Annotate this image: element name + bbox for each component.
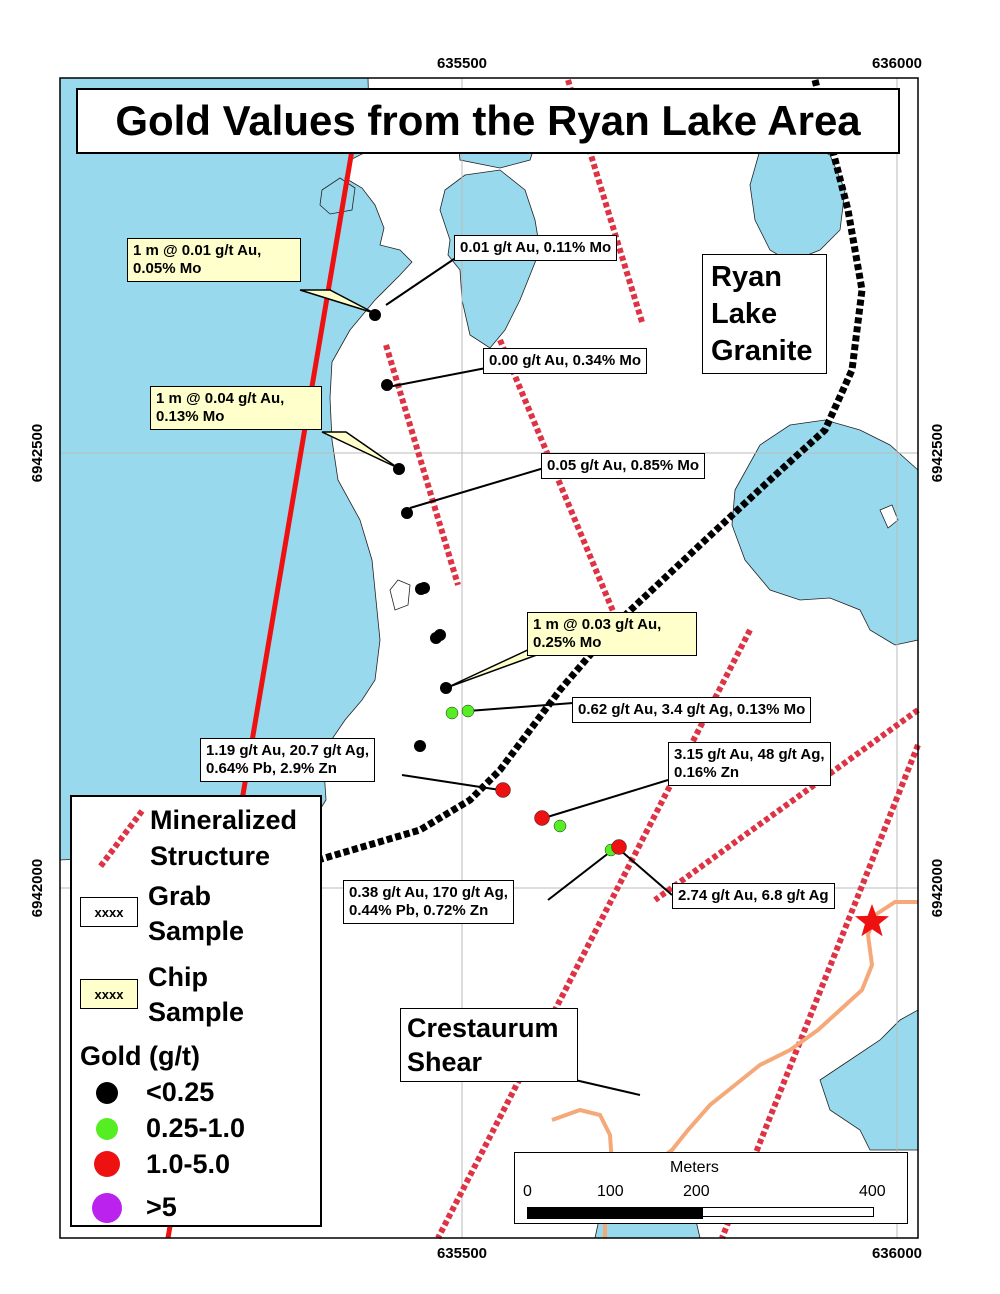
- legend-structure-label-2: Structure: [150, 841, 271, 871]
- shear-label-line-2: Shear: [407, 1047, 483, 1077]
- grab-label-6-line-1: 3.15 g/t Au, 48 g/t Ag,: [674, 746, 825, 763]
- shear-label: Crestaurum Shear: [400, 1008, 578, 1082]
- scale-tick-200: 200: [683, 1183, 710, 1200]
- chip-label-3: 1 m @ 0.03 g/t Au, 0.25% Mo: [527, 612, 697, 656]
- sample-point[interactable]: [401, 507, 413, 519]
- grab-label-5: 1.19 g/t Au, 20.7 g/t Ag, 0.64% Pb, 2.9%…: [200, 738, 376, 782]
- legend-class-3: 1.0-5.0: [146, 1149, 231, 1179]
- legend-class-4: >5: [146, 1192, 177, 1222]
- legend-dot-purple: [92, 1193, 122, 1223]
- grab-label-3: 0.05 g/t Au, 0.85% Mo: [541, 453, 705, 479]
- sample-point[interactable]: [414, 740, 426, 752]
- sample-point[interactable]: [445, 706, 459, 720]
- map-title: Gold Values from the Ryan Lake Area: [76, 88, 900, 154]
- grab-label-7-line-2: 0.44% Pb, 0.72% Zn: [349, 902, 489, 919]
- granite-label-line-1: Ryan: [711, 261, 782, 293]
- granite-label-line-3: Granite: [711, 335, 813, 367]
- map-frame: [59, 77, 919, 1239]
- legend: Mineralized Structure xxxx Grab Sample x…: [70, 795, 322, 1227]
- legend-dot-green: [96, 1118, 118, 1140]
- granite-label-line-2: Lake: [711, 298, 778, 330]
- chip-label-3-line-1: 1 m @ 0.03 g/t Au,: [533, 616, 662, 633]
- legend-dot-red: [94, 1151, 120, 1177]
- grab-label-6-line-2: 0.16% Zn: [674, 764, 740, 781]
- chip-label-2-line-1: 1 m @ 0.04 g/t Au,: [156, 390, 285, 407]
- grab-label-1: 0.01 g/t Au, 0.11% Mo: [454, 235, 618, 261]
- legend-structure-symbol: [97, 809, 145, 869]
- legend-structure-label-1: Mineralized: [150, 805, 298, 835]
- legend-grab-label-1: Grab: [148, 881, 212, 911]
- chip-label-1: 1 m @ 0.01 g/t Au, 0.05% Mo: [127, 238, 301, 282]
- sample-point[interactable]: [553, 819, 567, 833]
- legend-chip-label-2: Sample: [148, 997, 245, 1027]
- coord-right-y-1: 6942500: [929, 424, 946, 482]
- sample-point[interactable]: [418, 582, 430, 594]
- granite-label: Ryan Lake Granite: [702, 254, 827, 374]
- chip-label-1-line-1: 1 m @ 0.01 g/t Au,: [133, 242, 262, 259]
- legend-gold-title: Gold (g/t): [80, 1041, 200, 1071]
- islands: [389, 504, 899, 611]
- sample-point[interactable]: [369, 309, 381, 321]
- legend-grab-label-2: Sample: [148, 916, 245, 946]
- coordinate-labels: 635500 636000 635500 636000 6942500 6942…: [29, 55, 946, 1262]
- water-bodies: [59, 77, 919, 1239]
- star-icon: [855, 904, 889, 937]
- coord-top-x-2: 636000: [872, 55, 922, 72]
- sample-point[interactable]: [611, 839, 627, 855]
- coord-right-y-2: 6942000: [929, 859, 946, 917]
- sample-point[interactable]: [534, 810, 550, 826]
- scale-bar-black: [527, 1207, 703, 1219]
- grab-label-4: 0.62 g/t Au, 3.4 g/t Ag, 0.13% Mo: [572, 697, 812, 723]
- chip-label-3-line-2: 0.25% Mo: [533, 634, 602, 651]
- grab-label-8: 2.74 g/t Au, 6.8 g/t Ag: [672, 883, 835, 909]
- coord-left-y-1: 6942500: [29, 424, 46, 482]
- sample-point[interactable]: [381, 379, 393, 391]
- scale-bar-white: [702, 1207, 874, 1217]
- coord-top-x-1: 635500: [437, 55, 487, 72]
- grab-label-5-line-1: 1.19 g/t Au, 20.7 g/t Ag,: [206, 742, 370, 759]
- scale-bar: Meters 0 100 200 400: [514, 1152, 908, 1224]
- grab-label-2: 0.00 g/t Au, 0.34% Mo: [483, 348, 647, 374]
- legend-grab-box: xxxx: [80, 897, 138, 927]
- legend-chip-label-1: Chip: [148, 962, 208, 992]
- shear-label-line-1: Crestaurum: [407, 1013, 559, 1043]
- chip-label-1-line-2: 0.05% Mo: [133, 260, 202, 277]
- sample-point[interactable]: [495, 782, 511, 798]
- sample-point[interactable]: [461, 704, 475, 718]
- granite-contact: [317, 79, 866, 864]
- legend-chip-box: xxxx: [80, 979, 138, 1009]
- chip-label-2: 1 m @ 0.04 g/t Au, 0.13% Mo: [150, 386, 322, 430]
- scale-tick-0: 0: [523, 1183, 532, 1200]
- grab-label-7: 0.38 g/t Au, 170 g/t Ag, 0.44% Pb, 0.72%…: [343, 880, 514, 924]
- legend-class-2: 0.25-1.0: [146, 1113, 246, 1143]
- scale-tick-100: 100: [597, 1183, 624, 1200]
- coord-bottom-x-2: 636000: [872, 1245, 922, 1262]
- grab-label-5-line-2: 0.64% Pb, 2.9% Zn: [206, 760, 337, 777]
- sample-point[interactable]: [393, 463, 405, 475]
- legend-dot-black: [96, 1082, 118, 1104]
- sample-point[interactable]: [434, 629, 446, 641]
- chip-pointers: [299, 289, 557, 689]
- scale-tick-400: 400: [859, 1183, 886, 1200]
- grab-label-7-line-1: 0.38 g/t Au, 170 g/t Ag,: [349, 884, 508, 901]
- grab-label-6: 3.15 g/t Au, 48 g/t Ag, 0.16% Zn: [668, 742, 831, 786]
- legend-class-1: <0.25: [146, 1077, 215, 1107]
- sample-point[interactable]: [440, 682, 452, 694]
- sample-points: [369, 309, 627, 857]
- chip-label-2-line-2: 0.13% Mo: [156, 408, 225, 425]
- scale-title: Meters: [670, 1159, 719, 1176]
- coord-left-y-2: 6942000: [29, 859, 46, 917]
- leader-lines: [385, 254, 673, 1096]
- coord-bottom-x-1: 635500: [437, 1245, 487, 1262]
